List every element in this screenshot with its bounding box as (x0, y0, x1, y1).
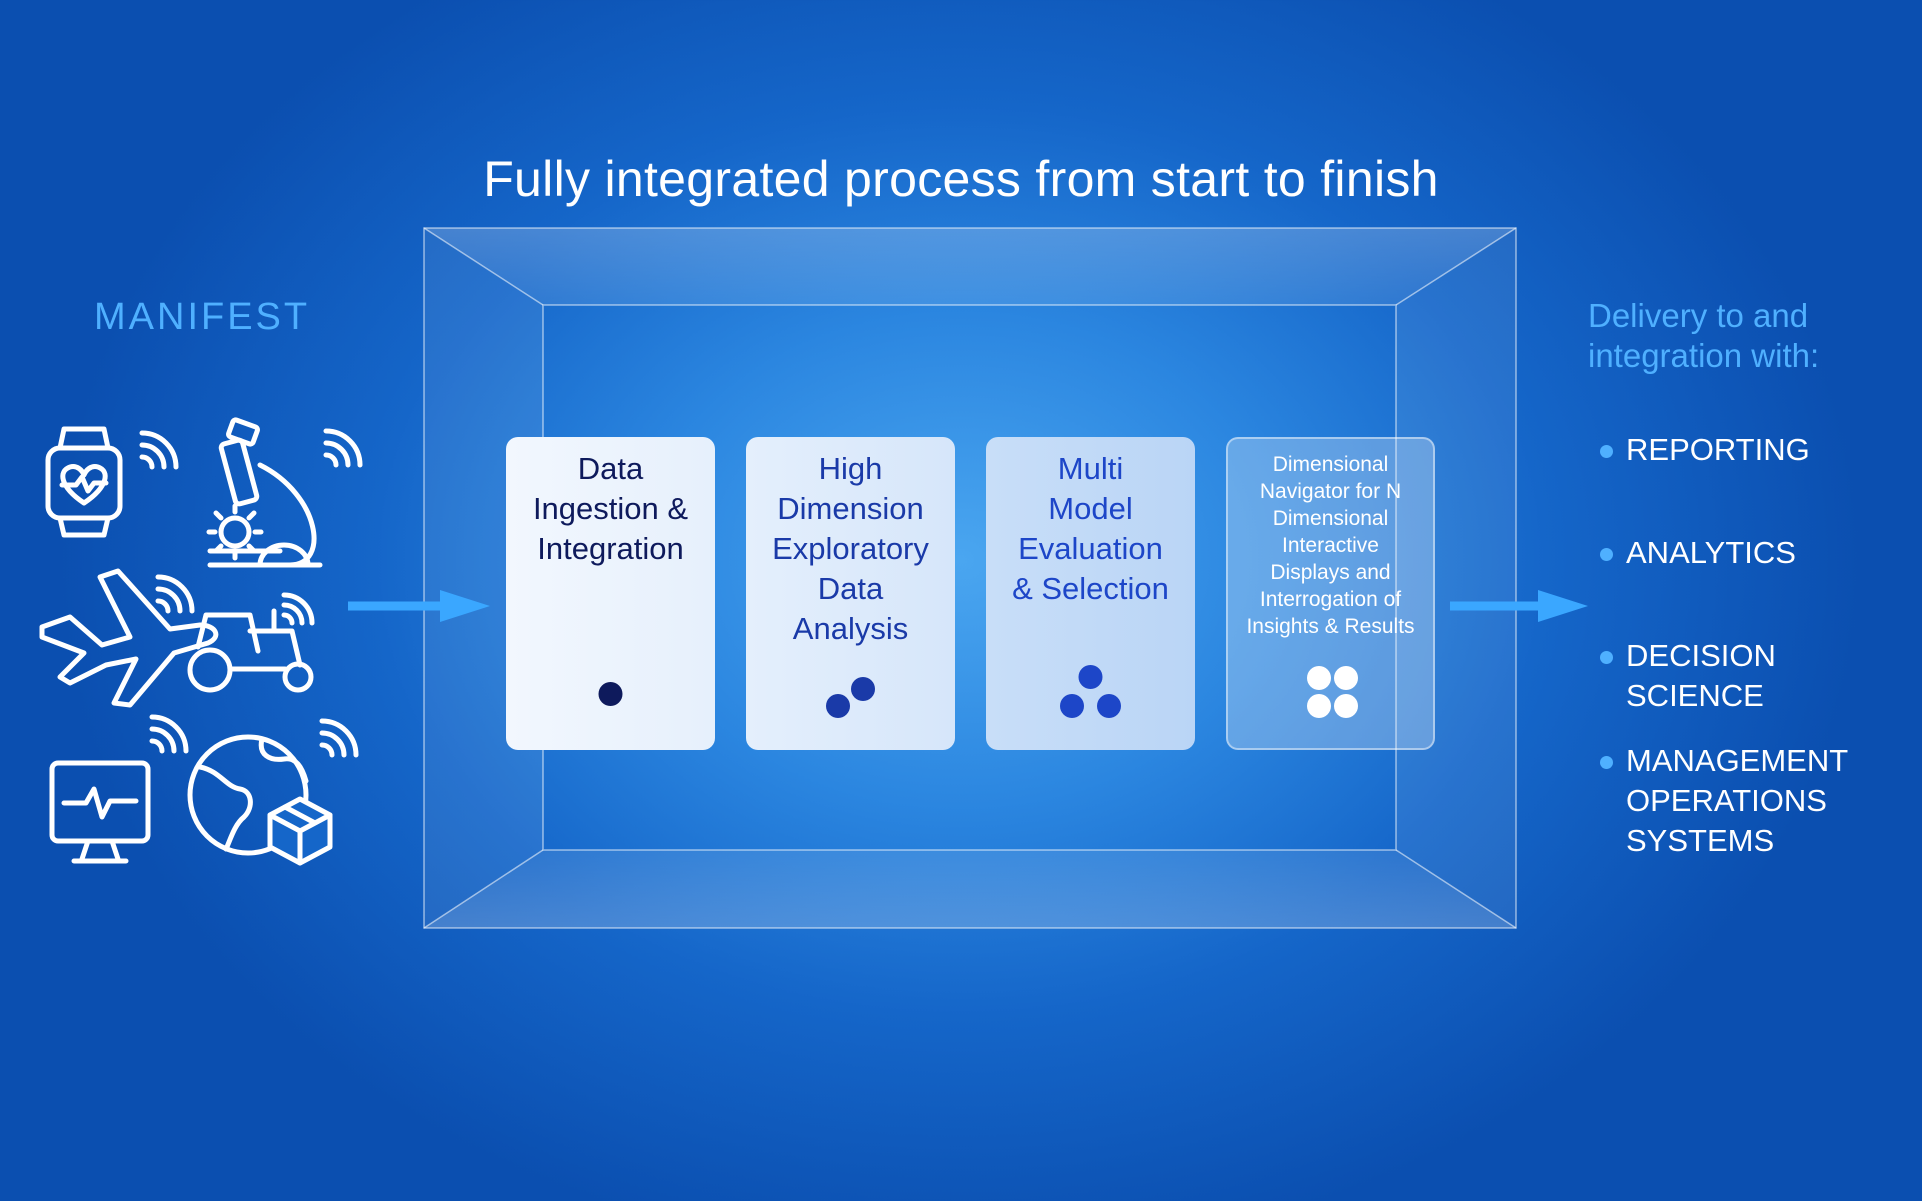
delivery-item-management-operations-systems: MANAGEMENT OPERATIONS SYSTEMS (1600, 741, 1922, 861)
bullet-icon (1600, 651, 1613, 664)
manifest-icons (39, 417, 363, 866)
output-arrow (1450, 590, 1588, 622)
stage-card-data-ingestion: Data Ingestion & Integration (506, 437, 715, 750)
stage-label: High Dimension Exploratory Data Analysis (772, 451, 929, 646)
smartwatch-heart-icon (45, 426, 179, 538)
tractor-icon (187, 592, 315, 693)
stage-dots-2 (826, 677, 875, 718)
bullet-icon (1600, 756, 1613, 769)
delivery-item-reporting: REPORTING (1600, 430, 1922, 470)
microscope-virus-icon (206, 417, 363, 568)
stage-dots-4 (1307, 666, 1358, 718)
stage-card-exploratory-analysis: High Dimension Exploratory Data Analysis (746, 437, 955, 750)
stage-label: Data Ingestion & Integration (532, 451, 689, 566)
airplane-icon (39, 568, 219, 708)
stage-card-model-evaluation: Multi Model Evaluation & Selection (986, 437, 1195, 750)
stage-card-dimensional-navigator: Dimensional Navigator for N Dimensional … (1226, 437, 1435, 750)
delivery-item-decision-science: DECISION SCIENCE (1600, 636, 1922, 716)
input-arrow (348, 590, 490, 622)
stage-dots-3 (1060, 665, 1121, 718)
stage-label: Dimensional Navigator for N Dimensional … (1246, 453, 1415, 638)
monitor-pulse-icon (49, 714, 189, 864)
delivery-item-analytics: ANALYTICS (1600, 533, 1922, 573)
stage-label: Multi Model Evaluation & Selection (1012, 451, 1169, 606)
bullet-icon (1600, 445, 1613, 458)
delivery-heading: Delivery to and integration with: (1588, 297, 1820, 374)
stage-dots-1 (598, 682, 623, 706)
bullet-icon (1600, 548, 1613, 561)
page-title: Fully integrated process from start to f… (483, 151, 1439, 207)
manifest-label: MANIFEST (94, 296, 311, 338)
globe-package-icon (187, 718, 359, 866)
